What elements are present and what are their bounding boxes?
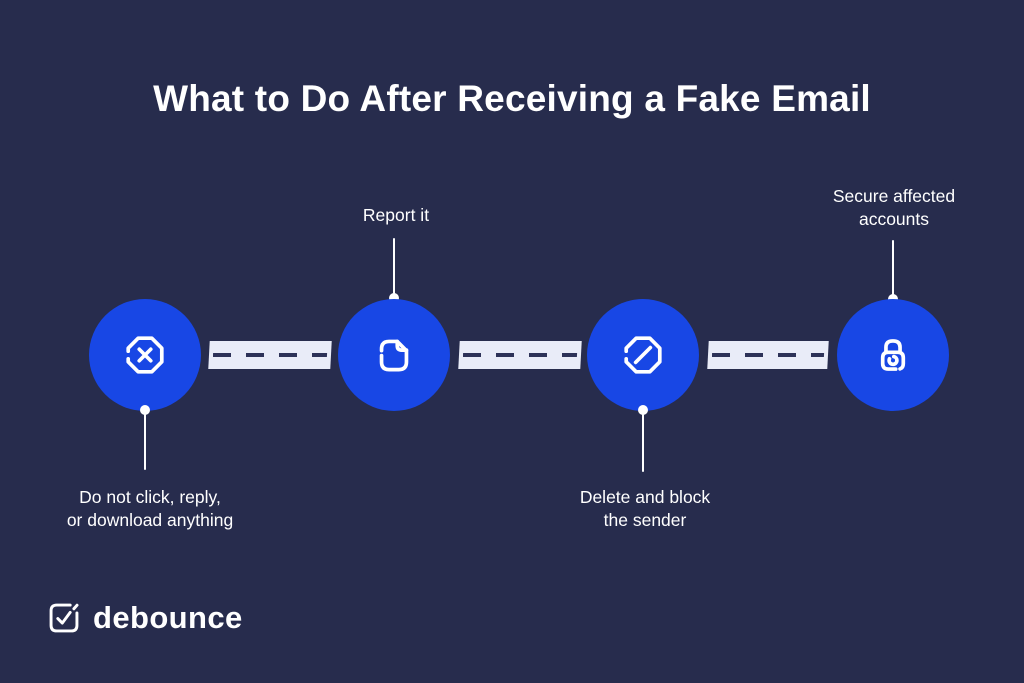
connector-dot bbox=[140, 405, 150, 415]
connector-dot bbox=[389, 293, 399, 303]
step-label-1: Do not click, reply, or download anythin… bbox=[66, 487, 234, 530]
debounce-logo-icon bbox=[49, 603, 79, 633]
report-file-icon bbox=[379, 339, 409, 372]
lock-icon bbox=[880, 339, 906, 371]
connector-line bbox=[641, 414, 645, 472]
connector-line bbox=[891, 240, 895, 295]
step-circle-4 bbox=[837, 299, 949, 411]
octagon-x-icon bbox=[126, 336, 164, 374]
step-label-3: Delete and block the sender bbox=[579, 487, 711, 530]
road-dashes bbox=[212, 353, 328, 357]
connector-dot bbox=[638, 405, 648, 415]
debounce-wordmark: debounce bbox=[93, 600, 243, 635]
road-segment bbox=[208, 341, 332, 369]
connector-line bbox=[143, 414, 147, 470]
step-label-4: Secure affected accounts bbox=[832, 186, 956, 229]
debounce-logo: debounce bbox=[46, 600, 243, 636]
road-segment bbox=[707, 341, 829, 369]
step-circle-2 bbox=[338, 299, 450, 411]
block-octagon-icon bbox=[624, 336, 662, 374]
step-label-2: Report it bbox=[362, 205, 430, 225]
page-title: What to Do After Receiving a Fake Email bbox=[153, 78, 871, 119]
road-segment bbox=[458, 341, 582, 369]
road-dashes bbox=[711, 353, 825, 357]
step-circle-1 bbox=[89, 299, 201, 411]
connector-line bbox=[392, 238, 396, 294]
road-dashes bbox=[462, 353, 578, 357]
step-circle-3 bbox=[587, 299, 699, 411]
